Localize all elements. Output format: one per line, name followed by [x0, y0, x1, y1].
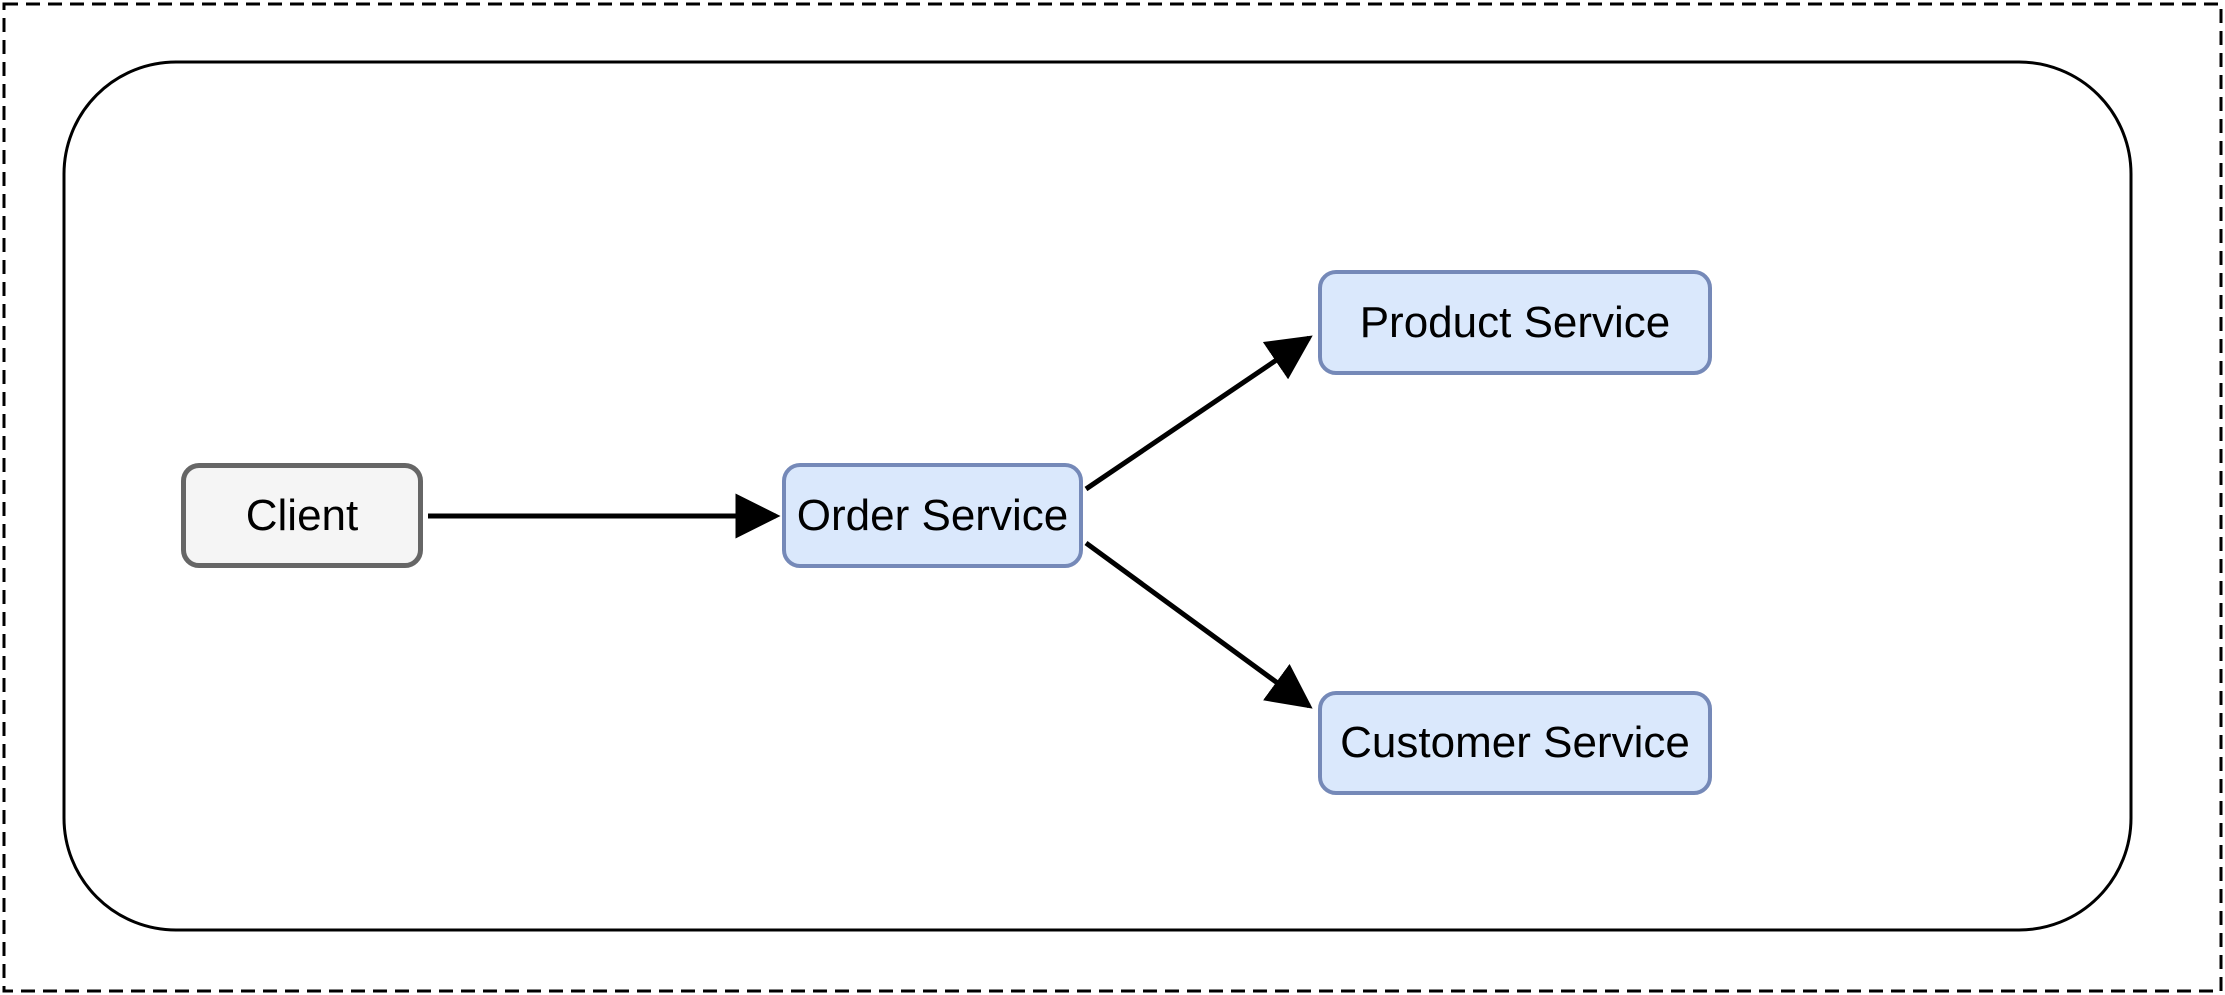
- edge-order-service-to-customer-service: [1084, 540, 1313, 709]
- node-product-service-label: Product Service: [1359, 297, 1671, 347]
- system-boundary: [62, 60, 2133, 932]
- edge-order-service-to-product-service: [1084, 335, 1313, 492]
- node-customer-service[interactable]: Customer Service: [1318, 691, 1712, 795]
- node-client[interactable]: Client: [181, 463, 423, 568]
- node-customer-service-label: Customer Service: [1340, 718, 1690, 767]
- node-product-service[interactable]: Product Service: [1318, 270, 1712, 375]
- node-client-label: Client: [245, 490, 359, 540]
- node-order-service[interactable]: Order Service: [782, 463, 1083, 568]
- node-order-service-label: Order Service: [796, 490, 1069, 540]
